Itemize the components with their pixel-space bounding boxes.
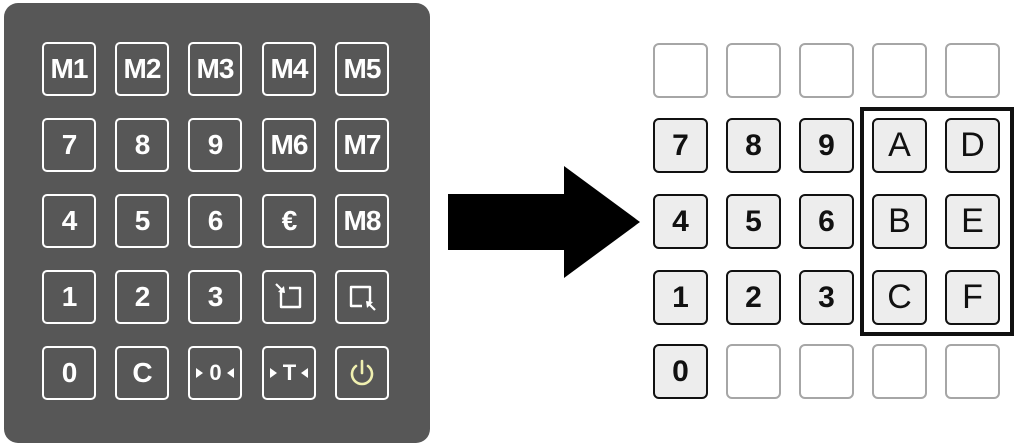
orig-key-C-key[interactable]: C — [115, 346, 169, 400]
remapped-key-8[interactable]: 8 — [726, 118, 781, 173]
remapped-key-9[interactable]: 9 — [799, 118, 854, 173]
orig-zero-tare-key[interactable]: 0 — [188, 346, 242, 400]
key-label: E — [961, 202, 984, 240]
key-label: 9 — [207, 129, 224, 160]
orig-key-M2-key[interactable]: M2 — [115, 42, 169, 96]
orig-key-5-key[interactable]: 5 — [115, 194, 169, 248]
key-label: M5 — [343, 53, 382, 84]
orig-key-3-key[interactable]: 3 — [188, 270, 242, 324]
empty-key-slot — [726, 43, 781, 98]
remapped-key-C[interactable]: C — [872, 270, 927, 325]
key-label: B — [888, 202, 911, 240]
key-label: C — [132, 357, 152, 388]
remapped-key-0[interactable]: 0 — [653, 344, 708, 399]
key-label: 1 — [61, 281, 78, 312]
empty-key-slot — [726, 344, 781, 399]
empty-key-slot — [653, 43, 708, 98]
key-label: 3 — [207, 281, 224, 312]
key-label: 7 — [61, 129, 78, 160]
empty-key-slot — [945, 43, 1000, 98]
orig-key-4-key[interactable]: 4 — [42, 194, 96, 248]
orig-key-0-key[interactable]: 0 — [42, 346, 96, 400]
key-label: 2 — [745, 280, 762, 314]
orig-key-M3-key[interactable]: M3 — [188, 42, 242, 96]
key-label: M4 — [270, 53, 309, 84]
tare-icon: T — [267, 358, 311, 388]
empty-key-slot — [799, 43, 854, 98]
key-label: 6 — [818, 204, 835, 238]
rotate-right-icon — [345, 282, 379, 312]
remapped-key-E[interactable]: E — [945, 194, 1000, 249]
key-label: 8 — [745, 128, 762, 162]
empty-key-slot — [945, 344, 1000, 399]
key-label: 8 — [134, 129, 151, 160]
orig-key-2-key[interactable]: 2 — [115, 270, 169, 324]
rotate-left-icon — [272, 282, 306, 312]
orig-key-M7-key[interactable]: M7 — [335, 118, 389, 172]
key-label: M2 — [123, 53, 162, 84]
key-label: 2 — [134, 281, 151, 312]
orig-key-7-key[interactable]: 7 — [42, 118, 96, 172]
remapped-key-4[interactable]: 4 — [653, 194, 708, 249]
orig-key-8-key[interactable]: 8 — [115, 118, 169, 172]
key-label: A — [888, 126, 911, 164]
key-label: M6 — [270, 129, 309, 160]
orig-key-M5-key[interactable]: M5 — [335, 42, 389, 96]
key-label: 3 — [818, 280, 835, 314]
orig-key-M1-key[interactable]: M1 — [42, 42, 96, 96]
key-label: 0 — [209, 360, 221, 385]
key-label: T — [282, 360, 296, 385]
original-keypad-panel — [4, 3, 430, 443]
orig-tare-key[interactable]: T — [262, 346, 316, 400]
orig-key-M8-key[interactable]: M8 — [335, 194, 389, 248]
key-label: M1 — [50, 53, 89, 84]
key-label: D — [960, 126, 985, 164]
power-icon — [346, 357, 378, 389]
orig-key-M6-key[interactable]: M6 — [262, 118, 316, 172]
remapped-key-5[interactable]: 5 — [726, 194, 781, 249]
key-label: F — [962, 278, 983, 316]
remapped-key-2[interactable]: 2 — [726, 270, 781, 325]
orig-key-€-key[interactable]: € — [262, 194, 316, 248]
right-arrow-icon — [448, 166, 640, 278]
remapped-key-D[interactable]: D — [945, 118, 1000, 173]
orig-key-6-key[interactable]: 6 — [188, 194, 242, 248]
key-label: 0 — [61, 357, 78, 388]
remapped-key-6[interactable]: 6 — [799, 194, 854, 249]
remapped-key-7[interactable]: 7 — [653, 118, 708, 173]
key-label: 5 — [134, 205, 151, 236]
key-label: M8 — [343, 205, 382, 236]
remapped-key-B[interactable]: B — [872, 194, 927, 249]
key-label: 4 — [61, 205, 78, 236]
empty-key-slot — [872, 43, 927, 98]
remapped-key-A[interactable]: A — [872, 118, 927, 173]
orig-key-1-key[interactable]: 1 — [42, 270, 96, 324]
remapped-key-3[interactable]: 3 — [799, 270, 854, 325]
hex-keys-highlight-frame — [860, 107, 1014, 336]
key-label: 4 — [672, 204, 689, 238]
key-label: 0 — [672, 354, 689, 388]
orig-power-key[interactable] — [335, 346, 389, 400]
remapped-key-1[interactable]: 1 — [653, 270, 708, 325]
orig-key-M4-key[interactable]: M4 — [262, 42, 316, 96]
orig-rotate-right-key[interactable] — [335, 270, 389, 324]
empty-key-slot — [872, 344, 927, 399]
orig-rotate-left-key[interactable] — [262, 270, 316, 324]
key-label: 9 — [818, 128, 835, 162]
key-label: 7 — [672, 128, 689, 162]
key-label: 1 — [672, 280, 689, 314]
key-label: C — [887, 278, 912, 316]
key-label: 5 — [745, 204, 762, 238]
remapped-key-F[interactable]: F — [945, 270, 1000, 325]
key-label: M3 — [196, 53, 235, 84]
key-label: M7 — [343, 129, 382, 160]
empty-key-slot — [799, 344, 854, 399]
orig-key-9-key[interactable]: 9 — [188, 118, 242, 172]
key-label: 6 — [207, 205, 224, 236]
key-label: € — [281, 205, 298, 236]
zero-tare-icon: 0 — [193, 358, 237, 388]
